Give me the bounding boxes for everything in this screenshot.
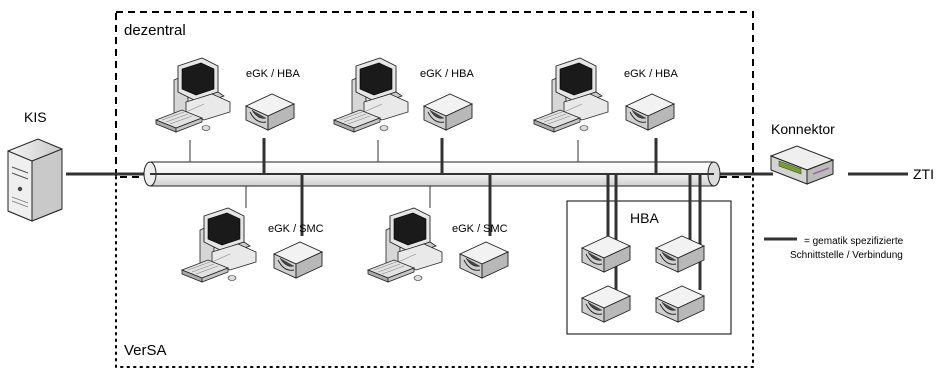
workstation-top-1-icon [155, 57, 231, 133]
dezentral-label: dezentral [124, 22, 186, 39]
card-reader-top-1-icon [245, 93, 295, 131]
zti-label: ZTI [913, 166, 934, 182]
workstation-bottom-1-icon [181, 207, 257, 283]
workstation-top-2-label: eGK / HBA [420, 68, 474, 80]
hba-reader-1-icon [581, 235, 631, 273]
kis-server-icon [7, 138, 63, 222]
workstation-top-3-label: eGK / HBA [624, 68, 678, 80]
kis-label: KIS [24, 109, 47, 125]
workstation-bottom-2-label: eGK / SMC [452, 223, 508, 235]
hba-reader-2-icon [655, 235, 705, 273]
workstation-top-2-icon [333, 57, 409, 133]
konnektor-label: Konnektor [771, 121, 835, 137]
card-reader-top-2-icon [423, 93, 473, 131]
workstation-top-3-icon [533, 57, 609, 133]
card-reader-bottom-2-icon [459, 241, 509, 279]
workstation-top-1-label: eGK / HBA [246, 68, 300, 80]
hba-group-label: HBA [630, 210, 659, 226]
hba-reader-3-icon [581, 285, 631, 323]
network-bus [143, 161, 721, 187]
workstation-bottom-2-icon [367, 207, 443, 283]
thin-drops [189, 140, 579, 208]
card-reader-top-3-icon [625, 93, 675, 131]
hba-connection-lines [606, 174, 702, 290]
hba-group-box [566, 200, 732, 335]
legend-line2: Schnittstelle / Verbindung [790, 250, 903, 261]
versa-region [115, 176, 754, 368]
thick-drops [262, 138, 658, 236]
hba-reader-4-icon [655, 285, 705, 323]
konnektor-icon [769, 145, 835, 185]
legend-line1: = gematik spezifizierte [804, 236, 904, 247]
card-reader-bottom-1-icon [273, 241, 323, 279]
workstation-bottom-1-label: eGK / SMC [268, 223, 324, 235]
versa-label: VerSA [124, 342, 167, 359]
